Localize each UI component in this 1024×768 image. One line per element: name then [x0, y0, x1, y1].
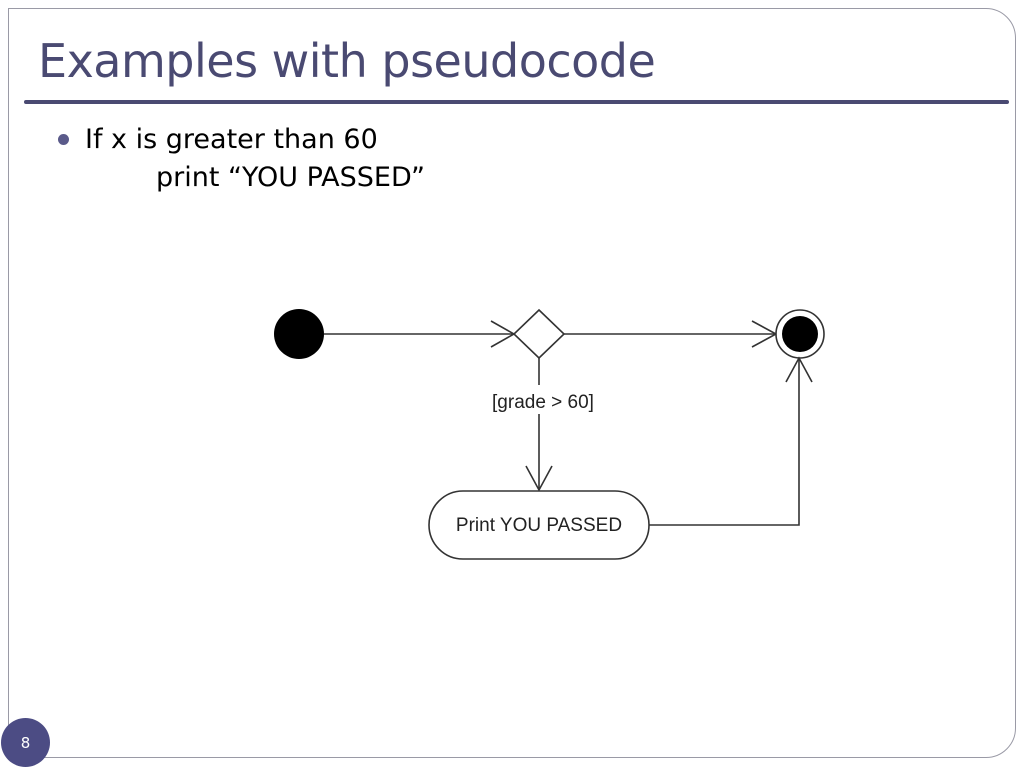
bullet-dot-icon: [58, 133, 69, 145]
arrowhead-icon: [525, 465, 553, 492]
edge-action-to-final: [649, 358, 800, 526]
action-label: Print YOU PASSED: [456, 515, 622, 536]
decision-node: [512, 308, 566, 360]
slide-frame: [8, 8, 1016, 758]
final-node-inner: [782, 316, 818, 352]
bullet-item: If x is greater than 60: [58, 120, 658, 158]
initial-node: [274, 309, 324, 359]
title-underline: [24, 100, 1009, 104]
page-number-badge: 8: [1, 718, 50, 767]
guard-label: [grade > 60]: [492, 392, 594, 413]
arrowhead-icon: [785, 356, 813, 383]
bullet-continuation: print “YOU PASSED”: [156, 162, 426, 193]
bullet-text: If x is greater than 60: [85, 123, 378, 155]
bullet-list: If x is greater than 60 print “YOU PASSE…: [58, 120, 658, 198]
slide-title: Examples with pseudocode: [38, 34, 656, 88]
